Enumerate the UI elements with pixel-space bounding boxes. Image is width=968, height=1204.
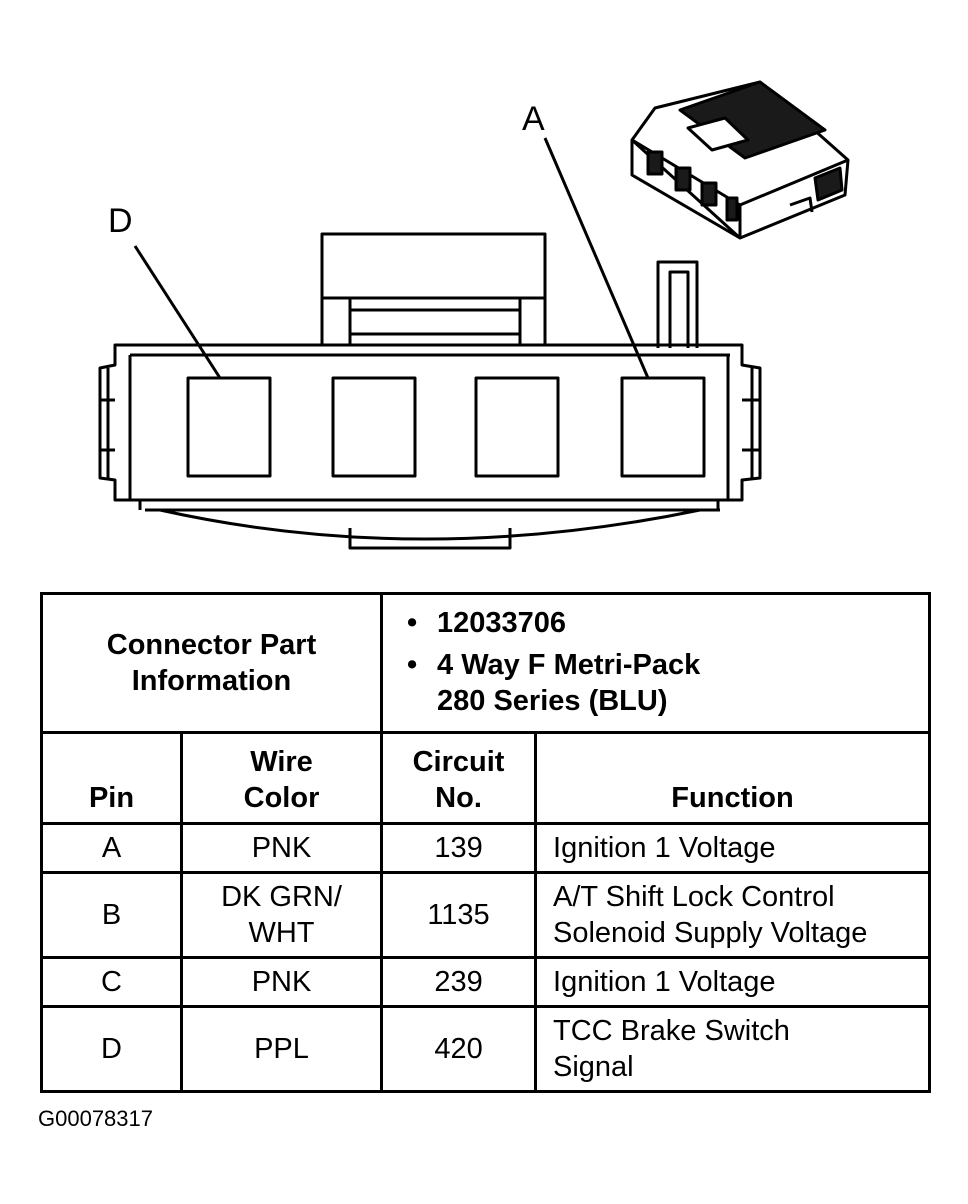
- column-header-row: Pin Wire Color Circuit No. Function: [40, 731, 932, 825]
- column-header-circuit: Circuit No.: [380, 731, 538, 825]
- part-number: 12033706: [407, 605, 928, 641]
- cell-pin: D: [40, 1005, 183, 1093]
- part-info-row: Connector Part Information 12033706 4 Wa…: [39, 592, 932, 734]
- cell-function: Ignition 1 Voltage: [534, 822, 932, 874]
- leader-line-a: [543, 137, 650, 379]
- cell-function: Ignition 1 Voltage: [534, 956, 932, 1008]
- connector-diagram: D A: [98, 80, 850, 550]
- table-row: B DK GRN/ WHT 1135 A/T Shift Lock Contro…: [40, 871, 932, 959]
- part-info-details: 12033706 4 Way F Metri-Pack 280 Series (…: [380, 592, 932, 734]
- connector-type: 4 Way F Metri-Pack 280 Series (BLU): [407, 647, 928, 719]
- callout-a: A: [522, 100, 545, 138]
- connector-info-table: Connector Part Information 12033706 4 Wa…: [39, 592, 932, 1093]
- cell-pin: C: [40, 956, 183, 1008]
- cell-circuit: 139: [380, 822, 538, 874]
- cell-wire-color: PNK: [179, 822, 384, 874]
- column-header-function: Function: [534, 731, 932, 825]
- cell-pin: B: [40, 871, 183, 959]
- cell-function: A/T Shift Lock Control Solenoid Supply V…: [534, 871, 932, 959]
- cavity-d: [186, 376, 272, 478]
- cavity-c: [331, 376, 417, 478]
- figure-id: G00078317: [38, 1106, 153, 1131]
- connector-key-tab: [656, 260, 699, 348]
- table-row: C PNK 239 Ignition 1 Voltage: [40, 956, 932, 1008]
- table-row: D PPL 420 TCC Brake Switch Signal: [40, 1005, 932, 1093]
- cell-circuit: 1135: [380, 871, 538, 959]
- cell-function: TCC Brake Switch Signal: [534, 1005, 932, 1093]
- callout-d: D: [108, 202, 133, 240]
- connector-body: [98, 343, 762, 550]
- cavity-b: [474, 376, 560, 478]
- cell-circuit: 239: [380, 956, 538, 1008]
- table-row: A PNK 139 Ignition 1 Voltage: [40, 822, 932, 874]
- cell-wire-color: PPL: [179, 1005, 384, 1093]
- cavity-a: [620, 376, 706, 478]
- cell-circuit: 420: [380, 1005, 538, 1093]
- leader-line-d: [133, 245, 222, 379]
- cell-wire-color: DK GRN/ WHT: [179, 871, 384, 959]
- cell-pin: A: [40, 822, 183, 874]
- column-header-pin: Pin: [40, 731, 183, 825]
- cell-wire-color: PNK: [179, 956, 384, 1008]
- part-info-label: Connector Part Information: [39, 592, 384, 734]
- connector-inset-view: [630, 80, 850, 240]
- column-header-wire-color: Wire Color: [179, 731, 384, 825]
- connector-latch: [320, 232, 547, 345]
